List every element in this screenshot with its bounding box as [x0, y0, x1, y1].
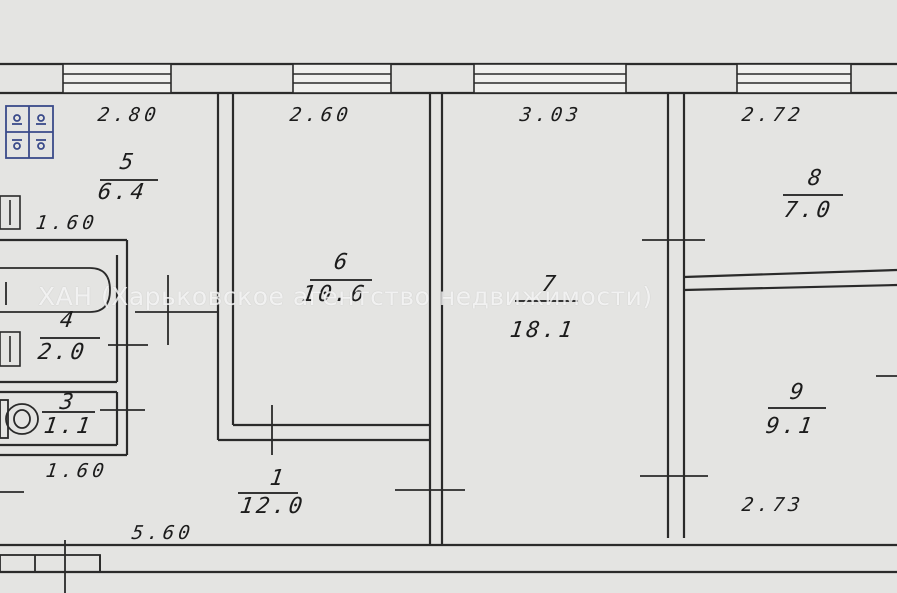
room-4-area: 2.0: [36, 340, 89, 365]
window-4: [736, 63, 852, 94]
agency-watermark: ХАН (Харьковское агентство недвижимости): [38, 282, 653, 311]
dimension-top-room6: 2.60: [288, 104, 354, 126]
bathtub-icon: [0, 267, 111, 313]
toilet-icon: [0, 399, 39, 439]
room-5-area: 6.4: [96, 180, 149, 205]
dimension-bottom-hall: 5.60: [130, 522, 196, 544]
room-3-area: 1.1: [42, 414, 95, 439]
wall-8-9-b: [683, 283, 897, 292]
dimension-left-upper: 1.60: [34, 212, 100, 234]
fraction-lines: [40, 179, 843, 494]
windows: [62, 63, 852, 94]
room-7-area: 18.1: [508, 318, 577, 343]
dimension-left-lower: 1.60: [44, 460, 110, 482]
dimension-top-room7: 3.03: [518, 104, 584, 126]
sink-icon: [0, 195, 21, 230]
dimension-top-room8: 2.72: [740, 104, 806, 126]
window-3: [473, 63, 627, 94]
stove-icon: [5, 105, 54, 159]
room-1-area: 12.0: [238, 494, 307, 519]
room-8-area: 7.0: [782, 198, 835, 223]
window-1: [62, 63, 172, 94]
washbasin-icon: [0, 331, 21, 367]
window-2: [292, 63, 392, 94]
room-9-area: 9.1: [764, 414, 817, 439]
dimension-top-room5: 2.80: [96, 104, 162, 126]
dimension-bottom-room9: 2.73: [740, 494, 806, 516]
wall-8-9-a: [683, 268, 897, 279]
door-marks: [100, 210, 897, 500]
bottom-wall-details: [0, 540, 101, 593]
